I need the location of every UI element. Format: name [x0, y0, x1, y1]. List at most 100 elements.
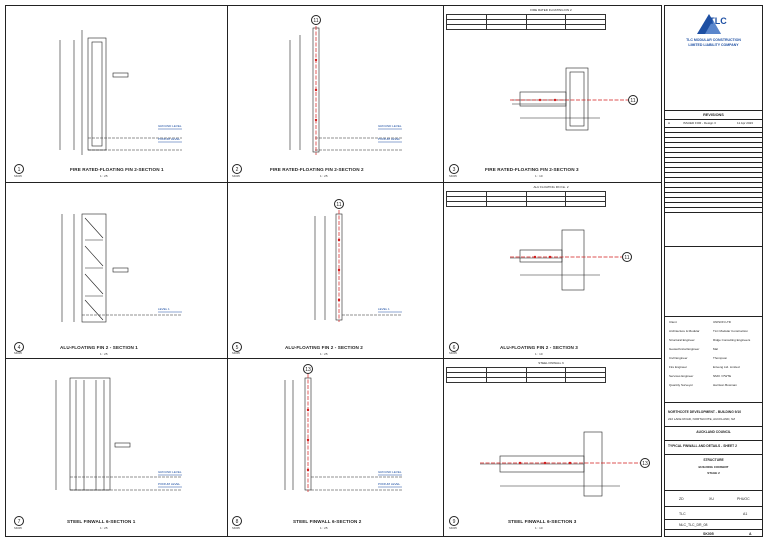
level-label: PODIUM LEVEL	[378, 137, 401, 141]
level-label: LEVEL 1	[158, 307, 170, 311]
revision-letter: A	[749, 532, 752, 536]
schedule-title: ALU FLOATING FIN No. 2	[533, 185, 569, 189]
consultant-role: Fire Engineer	[669, 365, 688, 369]
consultant-name: TLC Modular Construction	[713, 329, 749, 333]
panel-scale: 1 : 10	[535, 526, 543, 530]
drawn-by: ZD	[679, 497, 684, 501]
consultant-role: Civil Engineer	[669, 356, 688, 360]
consultant-role: Geotechnical Engineer	[669, 347, 700, 351]
title-block: TLC TLC MODULAR CONSTRUCTION LIMITED LIA…	[664, 5, 763, 537]
section-marker[interactable]: 11	[334, 199, 344, 209]
level-label: GROUND LEVEL	[158, 124, 182, 128]
company-code: TLC	[679, 512, 686, 516]
schedule-title: FIRE RATED FLOATING FIN 2	[530, 8, 572, 12]
drawing-title: TYPICAL FINWALL AND DETAILS - SHEET 2	[668, 444, 737, 448]
grid-divider	[5, 182, 662, 183]
consultant-name: NMO / PWTE	[713, 374, 732, 378]
detail-sheet-ref: SK005	[232, 352, 240, 355]
consultant-name: Harrison Bowman	[713, 383, 737, 387]
schedule-title: STEEL FINWALL 6	[538, 361, 564, 365]
project-address: 222 LAKE ROAD, NORTHCOTE, AUCKLAND, NZ	[668, 417, 736, 421]
panel-title: FIRE RATED-FLOATING FIN 2-SECTION 1	[70, 167, 164, 172]
detail-sheet-ref: SK005	[449, 527, 457, 530]
consultant-name: UNISON LTD	[713, 320, 731, 324]
detail-sheet-ref: SK005	[14, 175, 22, 178]
detail-sheet-ref: SK005	[232, 527, 240, 530]
grid-divider	[443, 5, 444, 537]
rev-desc: ISSUED FOR - Design 3	[683, 121, 716, 125]
checked-by: XU	[709, 497, 714, 501]
rev-no: A	[668, 121, 671, 125]
section-marker[interactable]: 11	[311, 15, 321, 25]
council-name: AUCKLAND COUNCIL	[696, 430, 731, 434]
company-name-2: LIMITED LIABILITY COMPANY	[688, 43, 739, 47]
section-marker[interactable]: 11	[622, 252, 632, 262]
level-label: PODIUM LEVEL	[378, 482, 401, 486]
detail-number: 8	[232, 516, 242, 526]
approved-by: PHUOC	[737, 497, 750, 501]
panel-scale: 1 : 25	[320, 526, 328, 530]
level-label: PODIUM LEVEL	[158, 137, 181, 141]
consultant-role: Architecture & Modular	[669, 329, 700, 333]
panel-title: ALU-FLOATING FIN 2 - SECTION 2	[285, 345, 363, 350]
detail-sheet-ref: SK005	[14, 527, 22, 530]
consultant-role: Structural Engineer	[669, 338, 695, 342]
schedule-table	[446, 14, 606, 30]
logo-text: TLC	[709, 16, 727, 26]
grid-divider	[5, 358, 662, 359]
drawing-frame	[5, 5, 662, 537]
detail-sheet-ref: SK005	[232, 175, 240, 178]
revisions-title: REVISIONS	[703, 113, 724, 117]
detail-sheet-ref: SK005	[449, 175, 457, 178]
tlc-logo-icon	[697, 14, 721, 34]
detail-sheet-ref: SK005	[449, 352, 457, 355]
detail-number: 5	[232, 342, 242, 352]
detail-number: 9	[449, 516, 459, 526]
consultant-role: Client	[669, 320, 677, 324]
sheet-size: A1	[743, 512, 748, 516]
panel-title: STEEL FINWALL 6-SECTION 3	[508, 519, 577, 524]
panel-title: STEEL FINWALL 6-SECTION 1	[67, 519, 136, 524]
schedule-table	[446, 191, 606, 207]
consultant-name: Enveng Ltd. Limited	[713, 365, 740, 369]
level-label: PODIUM LEVEL	[158, 482, 181, 486]
grid-divider	[227, 5, 228, 537]
project-name: NORTHCOTE DEVELOPMENT - BUILDING 9/10	[668, 410, 742, 414]
panel-scale: 1 : 10	[535, 352, 543, 356]
consultant-name: Mal	[713, 347, 718, 351]
panel-title: ALU-FLOATING FIN 2 - SECTION 3	[500, 345, 578, 350]
panel-title: FIRE RATED-FLOATING FIN 2-SECTION 3	[485, 167, 579, 172]
panel-scale: 1 : 10	[535, 174, 543, 178]
company-name: TLC MODULAR CONSTRUCTION	[686, 38, 741, 42]
rev-date: 11 Apr 2023	[737, 121, 753, 125]
panel-scale: 1 : 25	[100, 352, 108, 356]
sheet-number: SK005	[703, 532, 714, 536]
panel-scale: 1 : 25	[320, 352, 328, 356]
section-marker[interactable]: 13	[640, 458, 650, 468]
detail-number: 7	[14, 516, 24, 526]
consultant-name: Ridge Consulting Engineers	[713, 338, 751, 342]
consultant-role: Services Engineer	[669, 374, 694, 378]
level-label: GROUND LEVEL	[378, 470, 402, 474]
panel-title: STEEL FINWALL 6-SECTION 2	[293, 519, 362, 524]
detail-number: 1	[14, 164, 24, 174]
panel-scale: 1 : 25	[100, 174, 108, 178]
detail-number: 6	[449, 342, 459, 352]
panel-title: FIRE RATED-FLOATING FIN 2-SECTION 2	[270, 167, 364, 172]
stage: BUILDING CONSENT	[698, 465, 729, 469]
detail-number: 2	[232, 164, 242, 174]
panel-title: ALU-FLOATING FIN 2 - SECTION 1	[60, 345, 138, 350]
section-marker[interactable]: 13	[303, 364, 313, 374]
drawing-code: NLC_TLC_DR_08	[679, 523, 708, 527]
level-label: GROUND LEVEL	[158, 470, 182, 474]
panel-scale: 1 : 25	[320, 174, 328, 178]
level-label: LEVEL 1	[378, 307, 390, 311]
stage-2: STAGE 2	[707, 471, 720, 475]
consultant-role: Quantity Surveyor	[669, 383, 694, 387]
consultant-name: Thompson	[713, 356, 728, 360]
section-marker[interactable]: 11	[628, 95, 638, 105]
detail-number: 3	[449, 164, 459, 174]
panel-scale: 1 : 25	[100, 526, 108, 530]
